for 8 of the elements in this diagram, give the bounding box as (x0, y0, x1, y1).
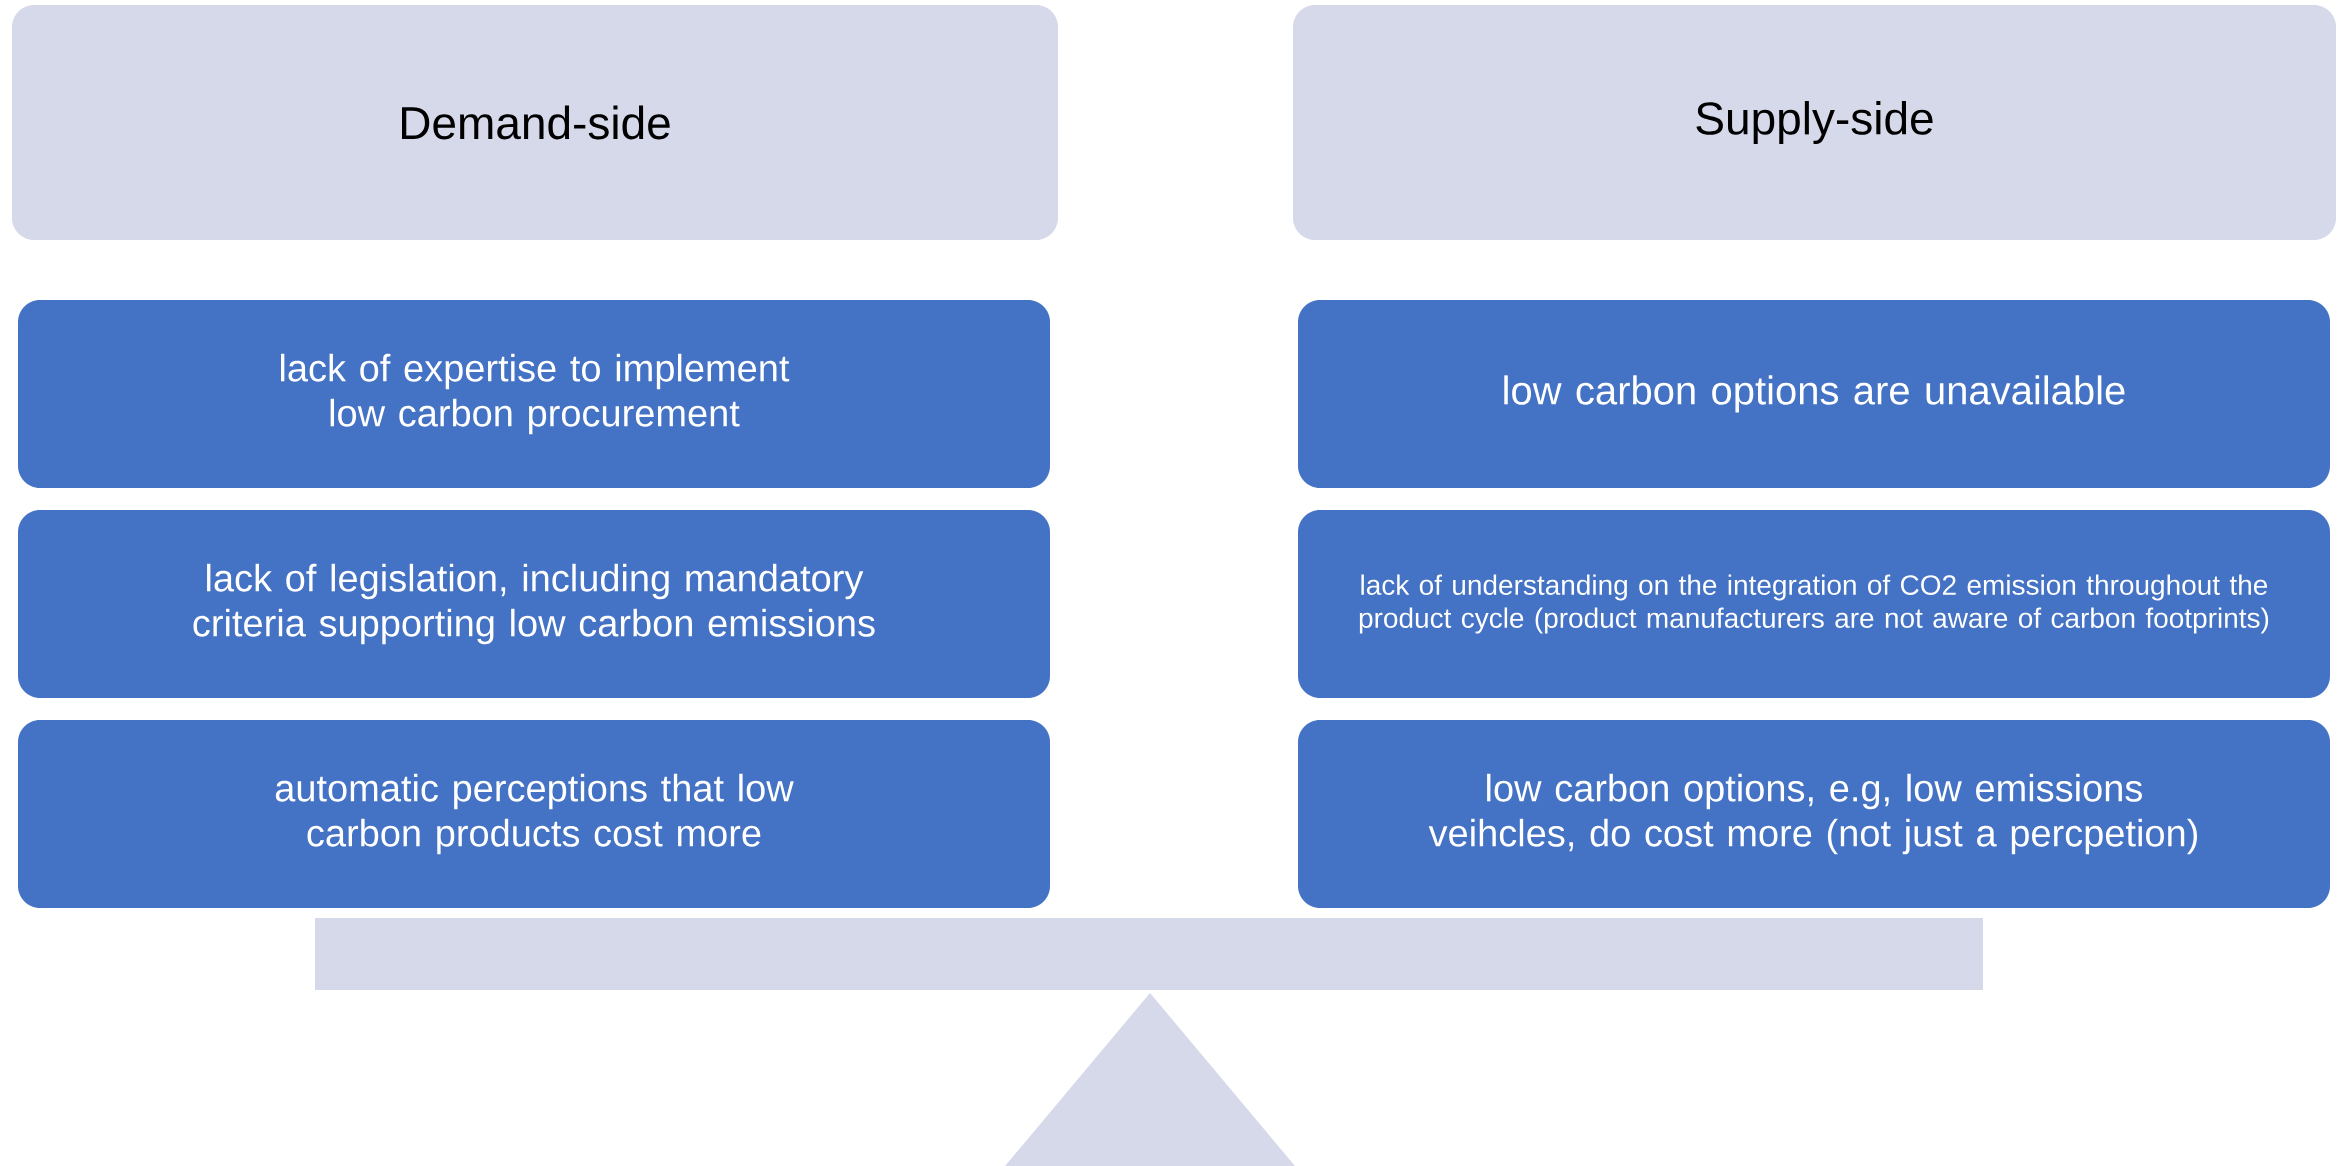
barrier-box: lack of understanding on the integration of CO2 emission throughout the product cycle (product manufacturers are not aware of carbon footprints) (1298, 510, 2330, 698)
barrier-box: lack of expertise to implement low carbon procurement (18, 300, 1050, 488)
header-box: Supply-side (1293, 5, 2336, 240)
barrier-box: lack of legislation, including mandatory criteria supporting low carbon emissions (18, 510, 1050, 698)
header-box: Demand-side (12, 5, 1058, 240)
barrier-box: low carbon options are unavailable (1298, 300, 2330, 488)
barrier-box: low carbon options, e.g, low emissions veihcles, do cost more (not just a percpetion) (1298, 720, 2330, 908)
barrier-box: automatic perceptions that low carbon products cost more (18, 720, 1050, 908)
